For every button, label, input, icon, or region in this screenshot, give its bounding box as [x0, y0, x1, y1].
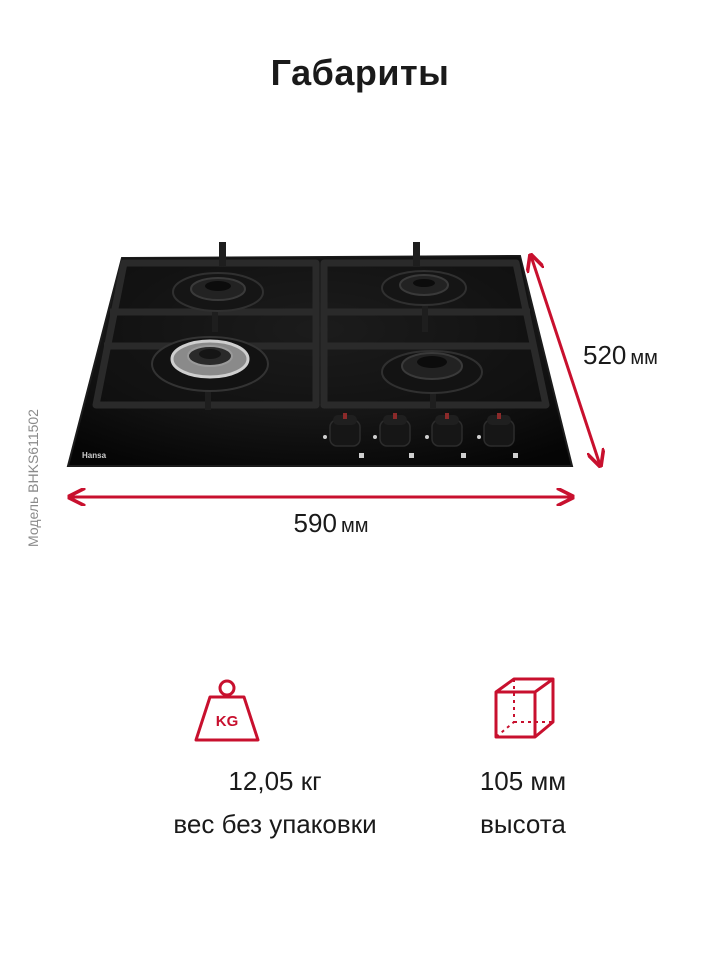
weight-kg-icon: KG	[194, 679, 260, 742]
burner-front-right	[381, 350, 483, 394]
burner-back-right	[381, 270, 467, 306]
weight-spec: 12,05 кг вес без упаковки	[85, 760, 465, 846]
height-label: высота	[480, 809, 566, 839]
box-cube-icon	[494, 677, 555, 739]
height-value: 105 мм	[479, 766, 567, 796]
weight-icon-text: KG	[216, 713, 239, 730]
knob-4	[477, 413, 518, 458]
knob-1	[323, 413, 364, 458]
gas-hob: Hansa	[66, 242, 574, 467]
control-knobs	[323, 413, 518, 458]
width-unit: мм	[340, 515, 369, 537]
burner-back-left	[172, 272, 264, 312]
knob-3	[425, 413, 466, 458]
page-title: Габариты	[270, 52, 450, 93]
weight-label: вес без упаковки	[173, 809, 377, 839]
knob-2	[373, 413, 414, 458]
depth-arrow	[531, 256, 600, 465]
width-value: 590	[293, 508, 337, 538]
depth-value: 520	[583, 340, 627, 370]
height-spec: 105 мм высота	[423, 760, 623, 846]
brand-logo: Hansa	[82, 451, 107, 460]
burner-front-left-wok	[151, 336, 269, 392]
weight-value: 12,05 кг	[228, 766, 322, 796]
depth-unit: мм	[630, 347, 658, 369]
